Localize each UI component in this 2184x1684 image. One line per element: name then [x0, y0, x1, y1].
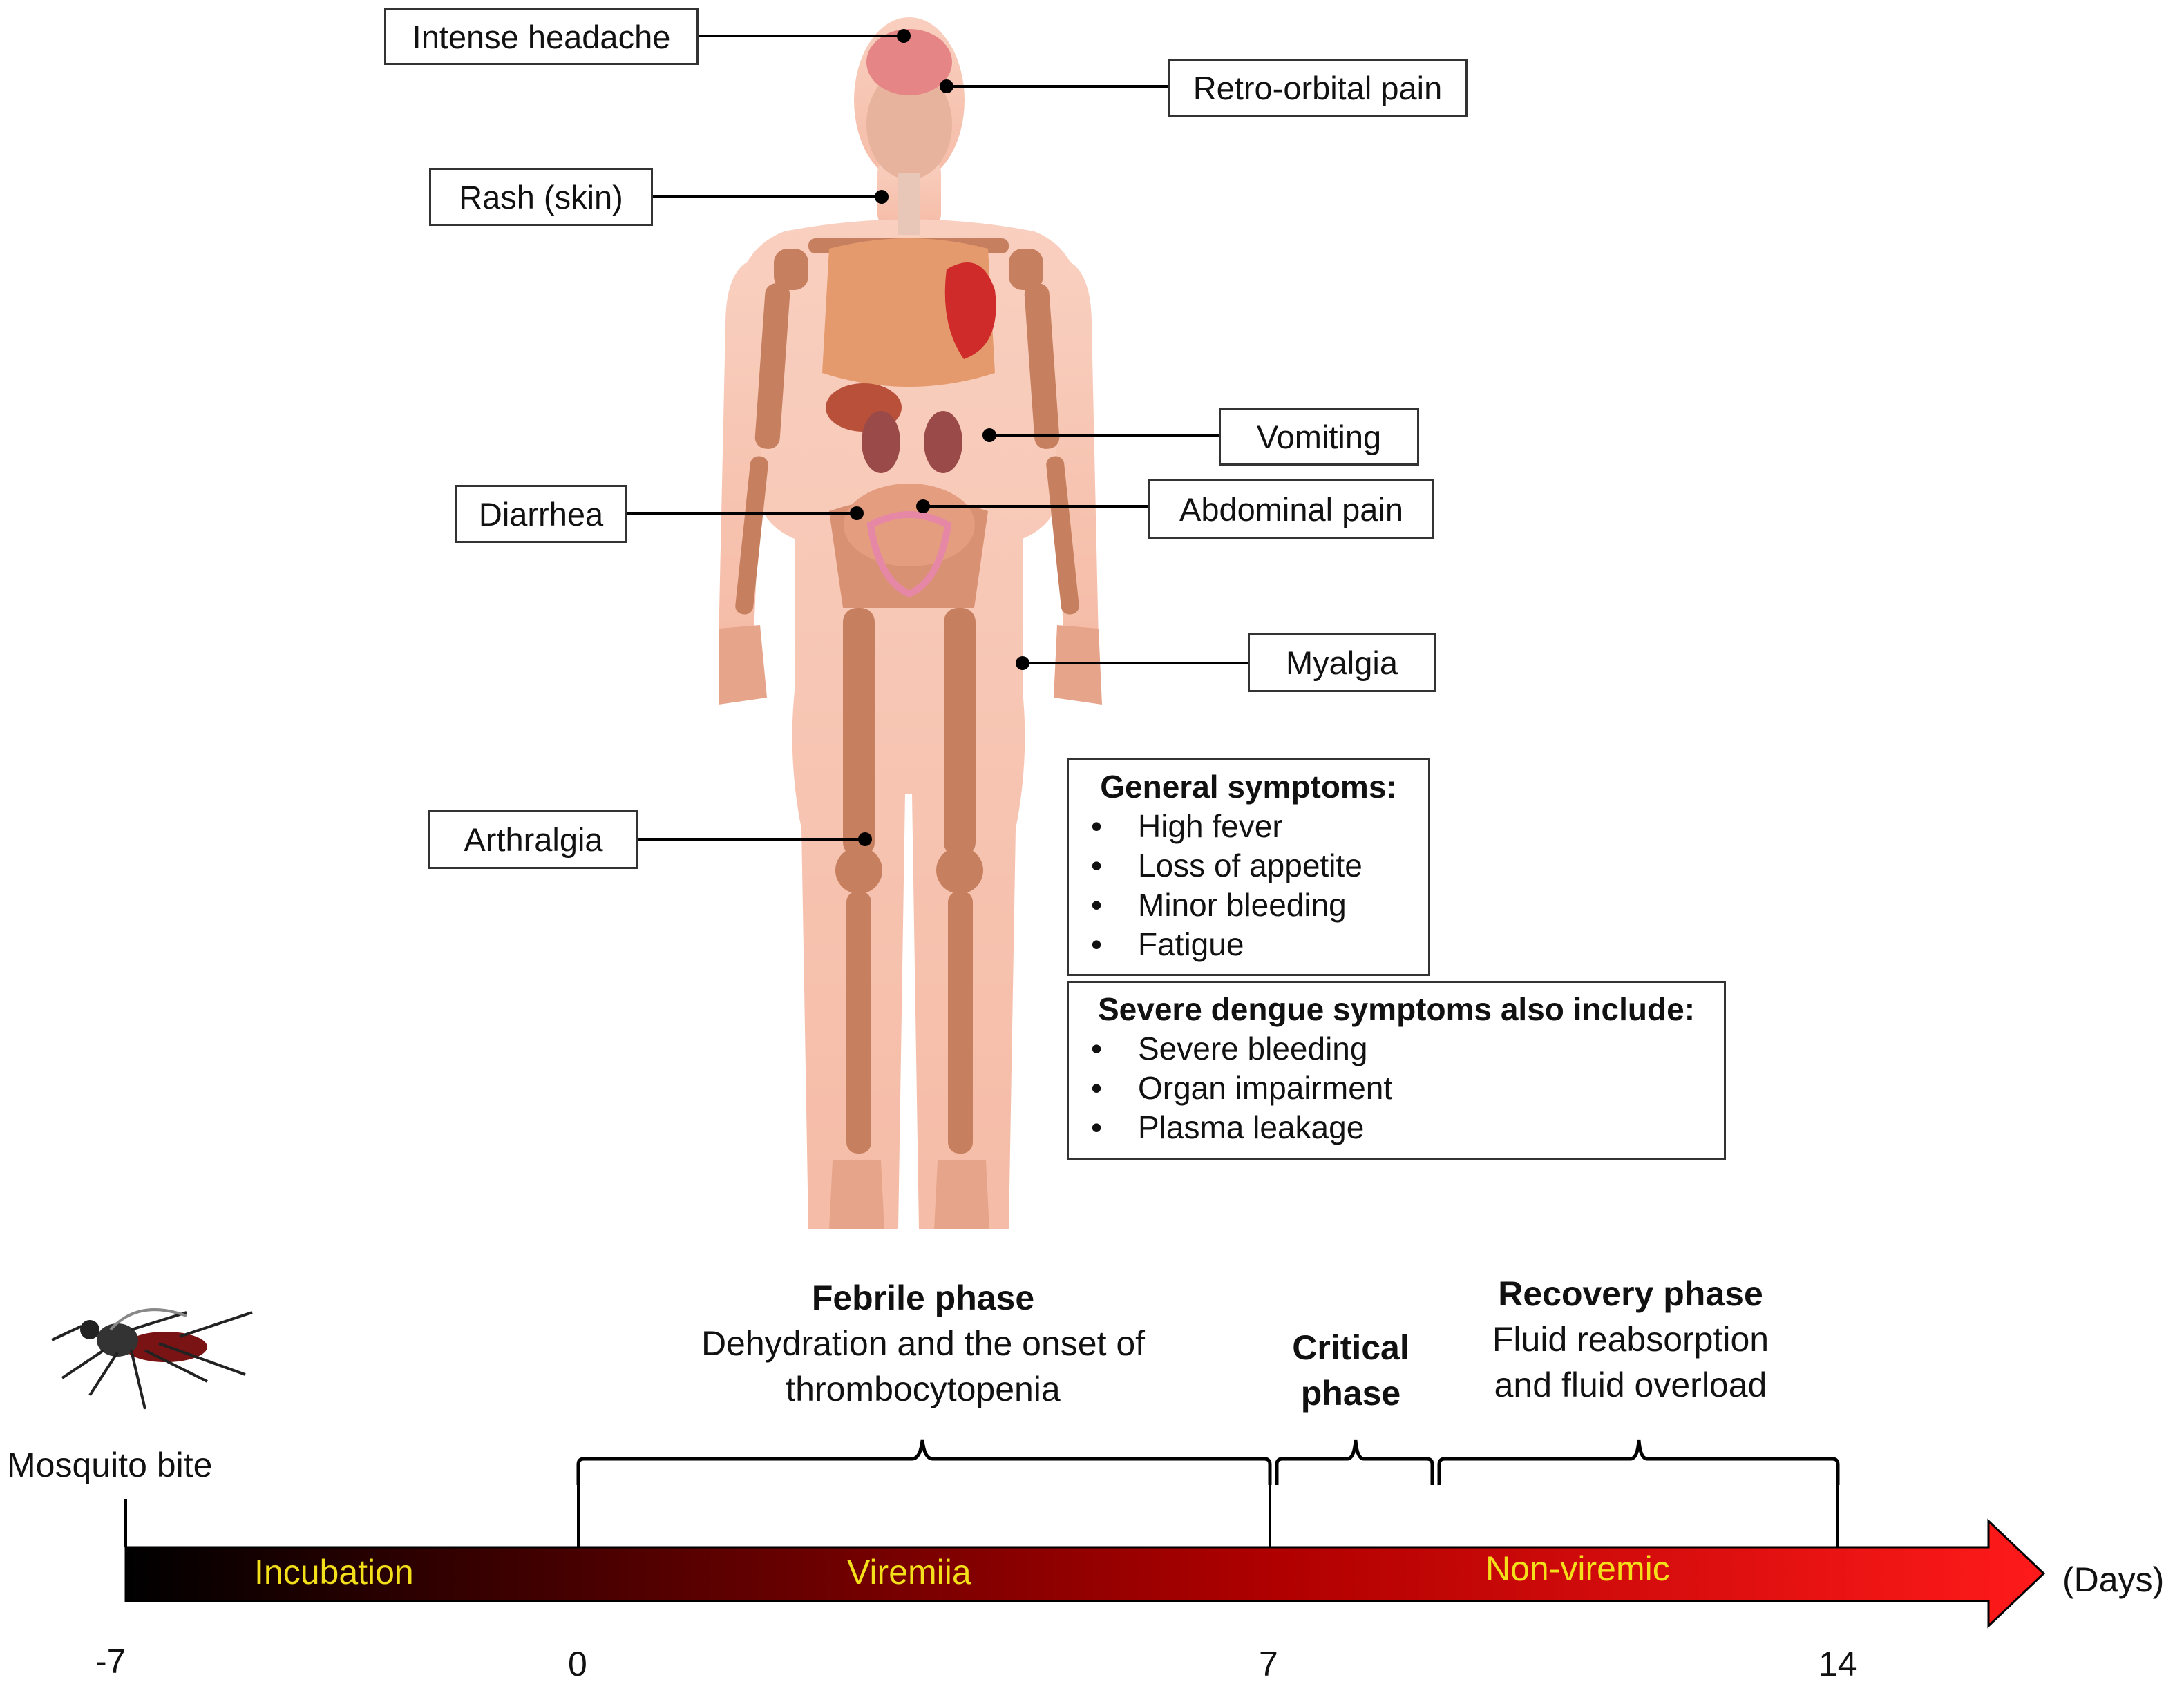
intestines [844, 484, 975, 566]
tick-label: 0 [568, 1645, 587, 1683]
kidney-right [924, 411, 962, 473]
label-diarrhea: Diarrhea [455, 485, 627, 543]
recovery-phase-title: Recovery phase [1498, 1274, 1763, 1313]
label-rash: Rash (skin) [429, 168, 653, 226]
phase-braces [576, 1439, 1840, 1485]
list-item: Minor bleeding [1083, 886, 1414, 925]
mosquito-icon [51, 1308, 253, 1410]
kidney-left [862, 411, 900, 473]
febrile-phase-title: Febrile phase [811, 1279, 1035, 1317]
tick-label: 7 [1259, 1645, 1278, 1683]
skeleton [719, 69, 1102, 1229]
label-retro-orbital-pain: Retro-orbital pain [1168, 59, 1468, 117]
recovery-phase-desc-line2: and fluid overload [1494, 1366, 1767, 1404]
mosquito-bite-label: Mosquito bite [7, 1446, 213, 1484]
list-item: Organ impairment [1083, 1069, 1710, 1108]
febrile-phase-desc-line2: thrombocytopenia [786, 1370, 1061, 1408]
organs [822, 29, 996, 598]
general-symptoms-list: High fever Loss of appetite Minor bleedi… [1083, 807, 1414, 964]
label-intense-headache: Intense headache [384, 8, 699, 65]
recovery-phase-desc-line1: Fluid reabsorption [1492, 1320, 1769, 1359]
tick-label: 14 [1819, 1645, 1857, 1683]
timeline-arrow [124, 1464, 2046, 1629]
critical-brace [1275, 1439, 1434, 1485]
bladder [866, 511, 952, 598]
febrile-brace [576, 1439, 1272, 1485]
segment-viremia: Viremiia [847, 1553, 971, 1591]
general-symptoms-box: General symptoms: High fever Loss of app… [1067, 758, 1430, 976]
critical-phase-line1: Critical [1292, 1328, 1409, 1367]
list-item: High fever [1083, 807, 1414, 846]
critical-phase-line2: phase [1300, 1374, 1401, 1413]
label-arthralgia: Arthralgia [428, 810, 638, 869]
list-item: Plasma leakage [1083, 1108, 1710, 1147]
recovery-brace [1437, 1439, 1840, 1485]
list-item: Fatigue [1083, 925, 1414, 964]
febrile-phase-desc-line1: Dehydration and the onset of [701, 1324, 1146, 1363]
list-item: Loss of appetite [1083, 846, 1414, 886]
severe-symptoms-heading: Severe dengue symptoms also include: [1097, 991, 1696, 1027]
label-vomiting: Vomiting [1219, 408, 1419, 466]
severe-symptoms-list: Severe bleeding Organ impairment Plasma … [1083, 1029, 1710, 1147]
segment-incubation: Incubation [254, 1553, 414, 1591]
general-symptoms-heading: General symptoms: [1100, 769, 1397, 805]
label-abdominal-pain: Abdominal pain [1148, 479, 1434, 539]
brain [866, 29, 952, 95]
tick-label: -7 [95, 1642, 126, 1681]
days-unit-label: (Days) [2062, 1560, 2165, 1599]
severe-symptoms-box: Severe dengue symptoms also include: Sev… [1067, 981, 1726, 1160]
segment-non-viremic: Non-viremic [1485, 1549, 1670, 1588]
leader-lines [625, 29, 1249, 846]
heart [944, 262, 996, 359]
list-item: Severe bleeding [1083, 1029, 1710, 1069]
label-myalgia: Myalgia [1248, 633, 1436, 692]
